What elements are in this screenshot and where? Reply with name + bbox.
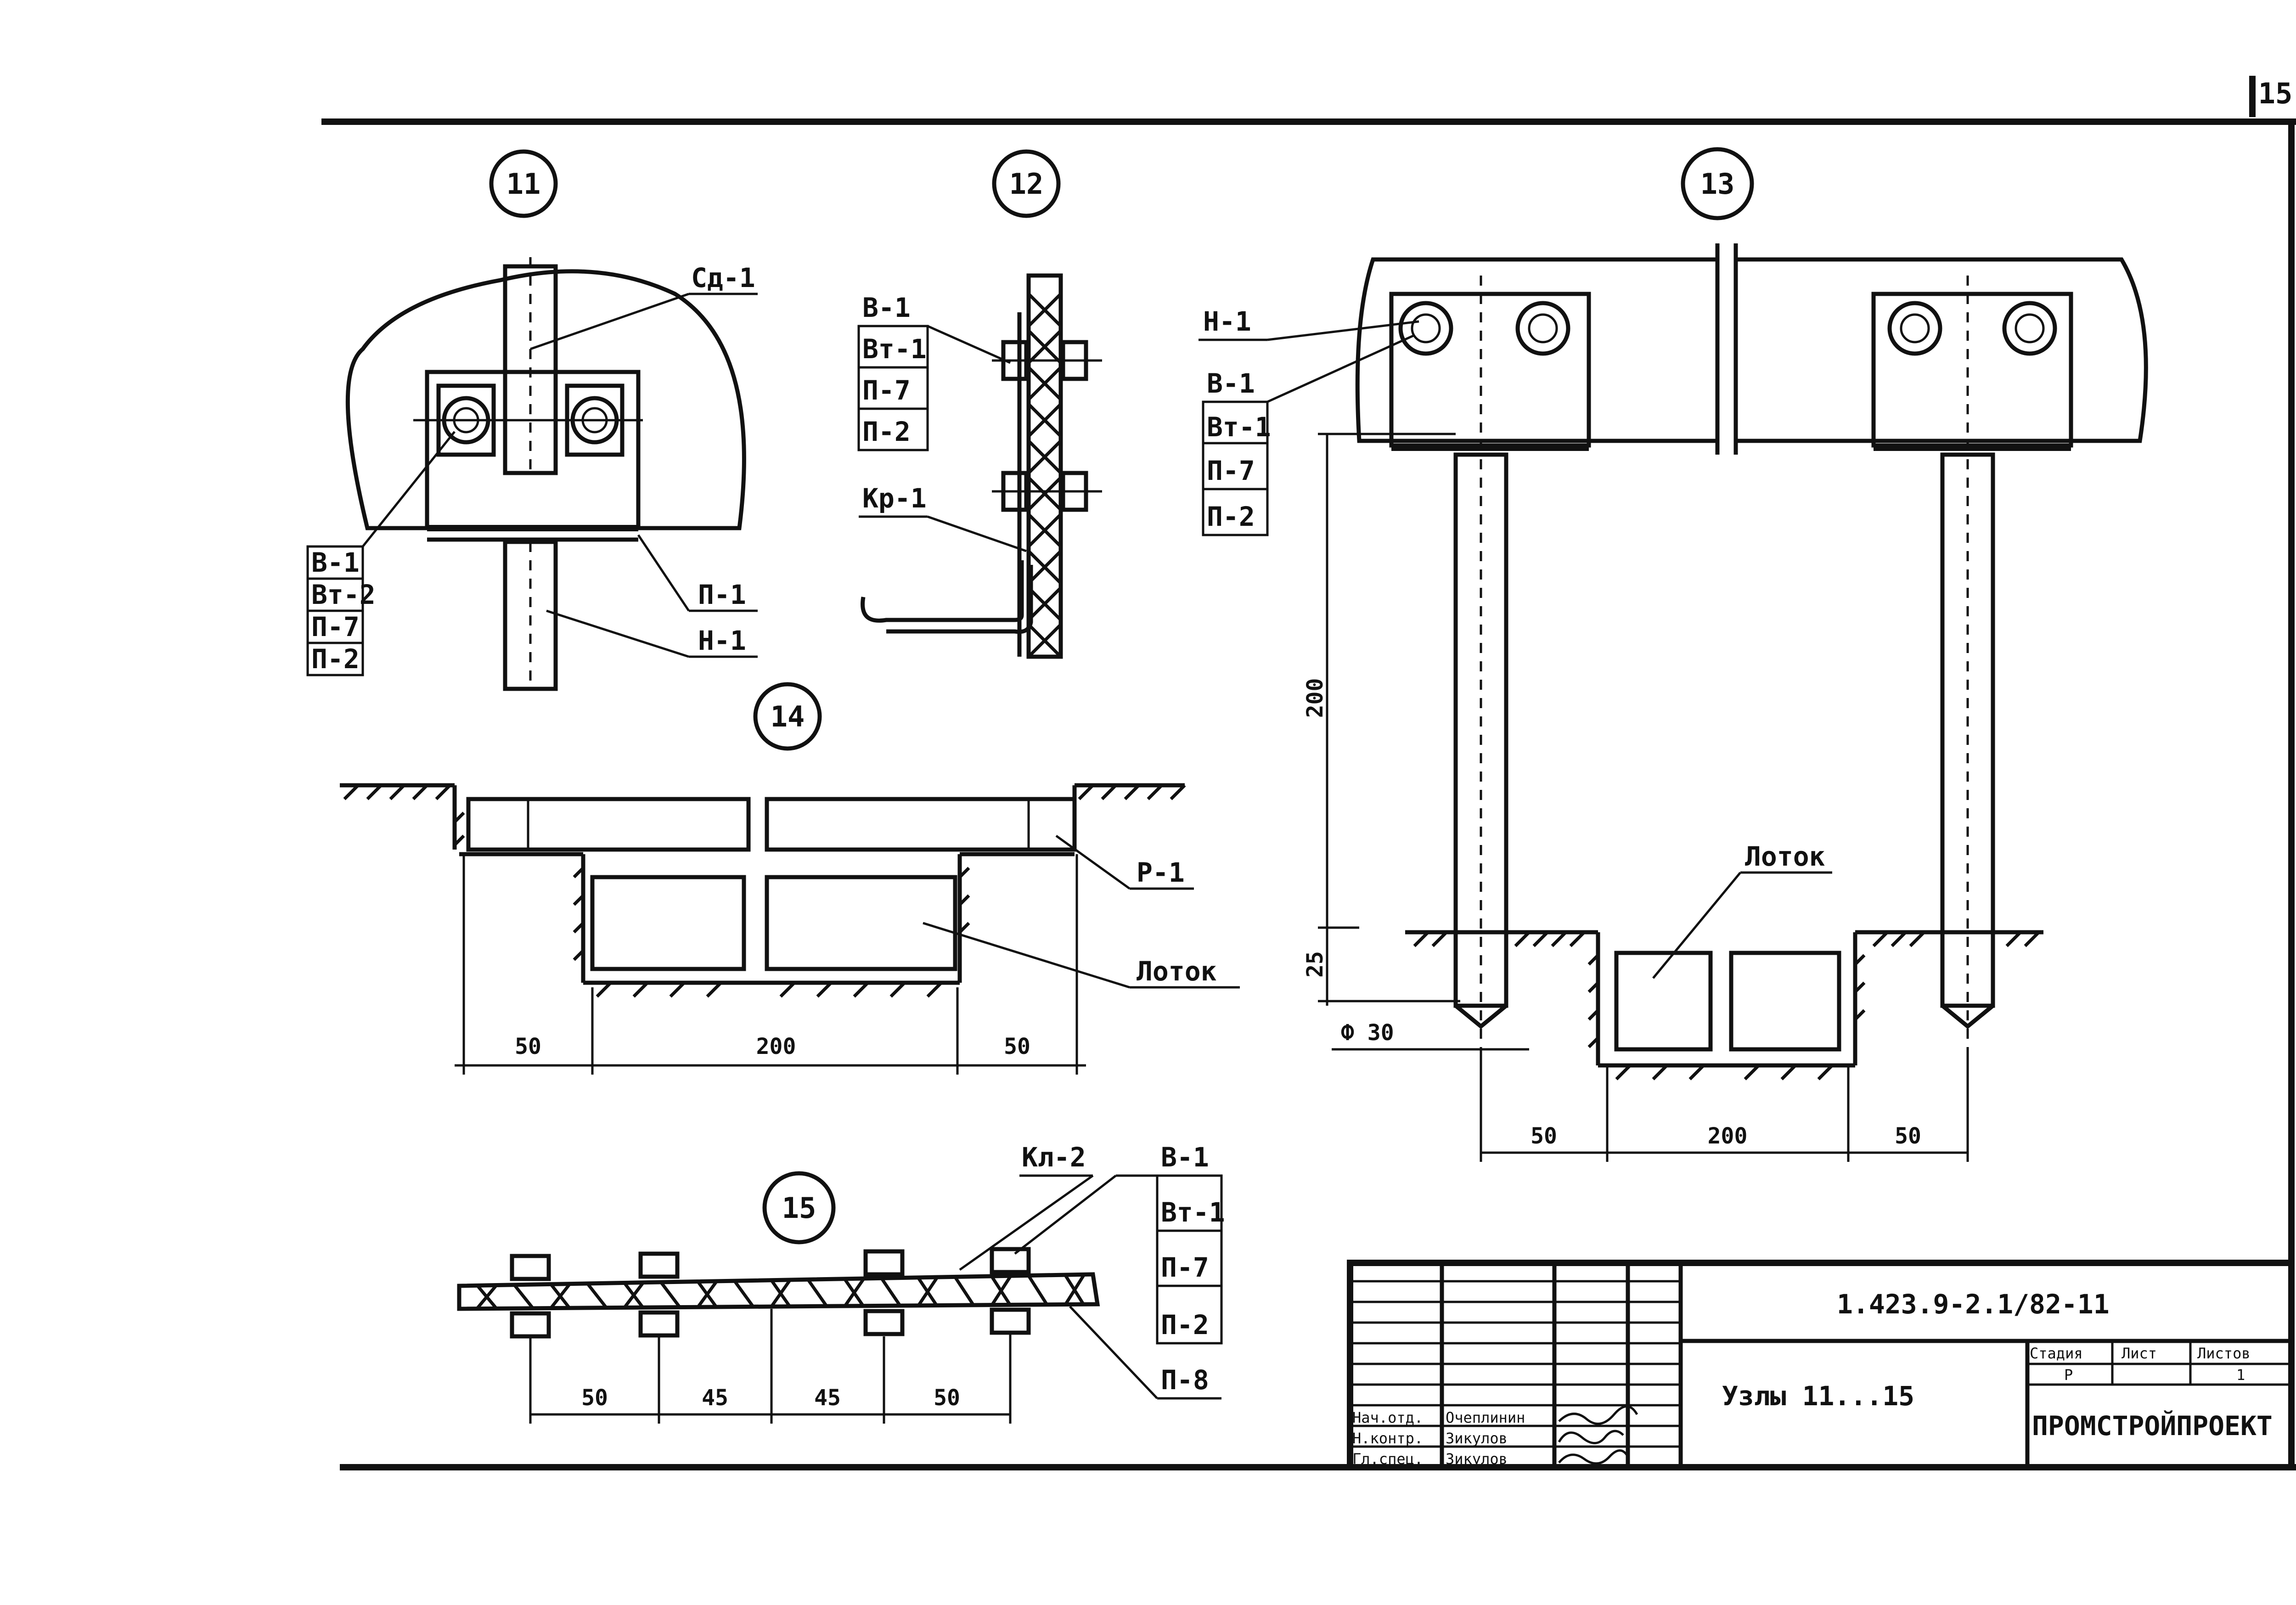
n13-left-labels: Н-1 В-1 Вт-1 П-7 П-2: [1199, 306, 1419, 536]
n11-label-bt2: Вт-2: [311, 579, 376, 610]
title-block-stage: Р: [2064, 1366, 2073, 1384]
n15-label-kl2: Кл-2: [1022, 1142, 1086, 1173]
n11-label-p1: П-1: [698, 579, 746, 610]
n12-label-p7: П-7: [862, 375, 911, 406]
n11-label-h1: Н-1: [698, 625, 746, 656]
node-12: 12: [857, 149, 1102, 659]
title-block-sheet-header: Лист: [2122, 1345, 2157, 1362]
n15-label-bt1: Вт-1: [1161, 1197, 1225, 1228]
node-13: 13: [1199, 147, 2148, 1162]
n11-label-sd1: Сд-1: [691, 262, 755, 293]
n14-dim-50-left: 50: [515, 1034, 541, 1059]
node-11-number: 11: [506, 167, 541, 201]
n14-label-tray: Лоток: [1137, 956, 1217, 987]
n15-dim-50-b: 50: [934, 1385, 960, 1411]
n13-label-p2: П-2: [1207, 501, 1255, 532]
n12-labels: В-1 Вт-1 П-7 П-2 Кр-1: [857, 292, 1027, 552]
n13-dim-200-bottom: 200: [1708, 1123, 1748, 1149]
n14-dim-200: 200: [756, 1034, 796, 1059]
n13-dim-diameter: Ф 30: [1341, 1020, 1394, 1046]
node-15-number: 15: [782, 1191, 816, 1225]
title-block-sheets-header: Листов: [2197, 1345, 2251, 1362]
title-block-role-2: Н.контр.: [1352, 1430, 1423, 1447]
node-11: 11 Сд-1 В-1 Вт-2 П-7 П: [306, 149, 758, 691]
n13-label-p7: П-7: [1207, 455, 1255, 486]
signature-3: [1558, 1449, 1629, 1465]
n13-dim-50-right: 50: [1895, 1123, 1921, 1149]
n13-label-h1: Н-1: [1203, 306, 1251, 337]
title-block: 1.423.9-2.1/82-11 Узлы 11...15 Стадия Ли…: [1347, 1260, 2295, 1470]
signature-2: [1558, 1430, 1624, 1444]
n15-right-labels: В-1 Вт-1 П-7 П-2 П-8: [1069, 1142, 1225, 1400]
title-block-name-2: Зикулов: [1446, 1430, 1508, 1447]
n12-label-kp1: Кр-1: [862, 483, 927, 514]
n13-label-bt1: Вт-1: [1207, 411, 1271, 443]
n14-dim-50-right: 50: [1004, 1034, 1030, 1059]
n15-dim-45-b: 45: [814, 1385, 841, 1411]
n15-label-p8: П-8: [1161, 1364, 1209, 1396]
n13-dim-200: 200: [1302, 678, 1328, 718]
node-13-number: 13: [1700, 167, 1735, 201]
n12-label-p2: П-2: [862, 416, 911, 447]
title-block-stage-header: Стадия: [2030, 1345, 2083, 1362]
n15-label-b1: В-1: [1161, 1142, 1209, 1173]
node-12-number: 12: [1009, 167, 1044, 201]
title-block-name-3: Зикулов: [1446, 1450, 1508, 1468]
n12-label-b1: В-1: [862, 292, 911, 323]
signature-1: [1558, 1405, 1638, 1425]
sheet-frame: 15: [321, 76, 2296, 1470]
n11-label-p2: П-2: [311, 643, 360, 675]
n14-label-p1: Р-1: [1137, 857, 1185, 888]
n13-label-tray: Лоток: [1745, 841, 1825, 872]
node-14-number: 14: [771, 700, 805, 733]
node-14: 14: [340, 682, 1240, 1075]
n13-label-b1: В-1: [1207, 368, 1255, 399]
n12-label-bt1: Вт-1: [862, 333, 927, 365]
n15-label-p2: П-2: [1161, 1309, 1209, 1340]
n11-label-b1: В-1: [311, 547, 360, 578]
title-block-code: 1.423.9-2.1/82-11: [1837, 1289, 2110, 1320]
n13-dim-25: 25: [1302, 951, 1328, 978]
n11-left-labels: В-1 Вт-2 П-7 П-2: [306, 545, 376, 676]
node-15: 15: [457, 1142, 1225, 1424]
title-block-sheets: 1: [2236, 1366, 2245, 1384]
n15-label-p7: П-7: [1161, 1252, 1209, 1283]
sheet-number: 15: [2258, 77, 2293, 110]
title-block-org: ПРОМСТРОЙПРОЕКТ: [2032, 1410, 2273, 1442]
n13-dim-50-left: 50: [1531, 1123, 1557, 1149]
title-block-role-1: Нач.отд.: [1352, 1409, 1423, 1426]
n15-dim-45-a: 45: [702, 1385, 728, 1411]
n11-label-p7: П-7: [311, 611, 360, 642]
title-block-title: Узлы 11...15: [1722, 1380, 1914, 1412]
title-block-role-3: Гл.спец.: [1352, 1450, 1423, 1468]
n15-dim-50-a: 50: [581, 1385, 608, 1411]
title-block-name-1: Очеплинин: [1446, 1409, 1525, 1426]
